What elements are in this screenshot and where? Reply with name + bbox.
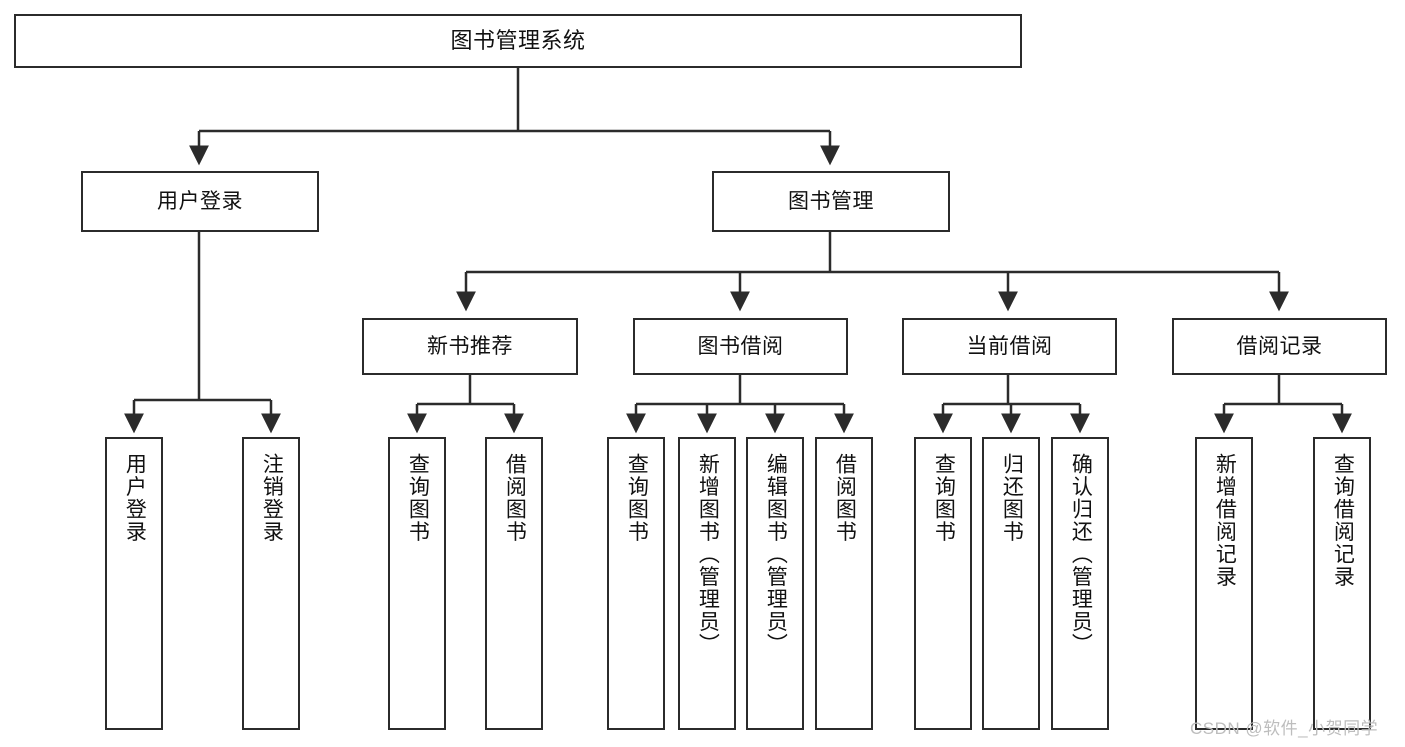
node-borrowing-record[interactable]: 借阅记录 xyxy=(1172,318,1387,375)
node-leaf-query-book-1[interactable]: 查询图书 xyxy=(388,437,446,730)
node-label: 确认归还（管理员） xyxy=(1069,453,1093,656)
node-leaf-confirm-return-admin[interactable]: 确认归还（管理员） xyxy=(1051,437,1109,730)
node-label: 查询图书 xyxy=(625,453,649,543)
node-label: 图书借阅 xyxy=(697,334,784,358)
node-label: 查询借阅记录 xyxy=(1331,453,1355,588)
node-leaf-borrow-book-2[interactable]: 借阅图书 xyxy=(815,437,873,730)
node-leaf-borrow-book-1[interactable]: 借阅图书 xyxy=(485,437,543,730)
node-root-book-management-system[interactable]: 图书管理系统 xyxy=(14,14,1022,68)
node-user-login[interactable]: 用户登录 xyxy=(81,171,319,232)
node-leaf-query-book-2[interactable]: 查询图书 xyxy=(607,437,665,730)
node-label: 归还图书 xyxy=(1000,453,1024,543)
node-leaf-edit-book-admin[interactable]: 编辑图书（管理员） xyxy=(746,437,804,730)
node-label: 图书管理系统 xyxy=(450,27,586,53)
node-label: 查询图书 xyxy=(406,453,430,543)
node-leaf-user-login[interactable]: 用户登录 xyxy=(105,437,163,730)
node-label: 新增借阅记录 xyxy=(1213,453,1237,588)
node-leaf-add-book-admin[interactable]: 新增图书（管理员） xyxy=(678,437,736,730)
node-label: 查询图书 xyxy=(932,453,956,543)
node-label: 新书推荐 xyxy=(427,334,513,358)
csdn-watermark: CSDN @软件_小贺同学 xyxy=(1190,719,1379,738)
node-label: 注销登录 xyxy=(260,453,284,543)
node-label: 用户登录 xyxy=(157,189,243,213)
node-label: 借阅图书 xyxy=(503,453,527,543)
node-label: 编辑图书（管理员） xyxy=(764,453,788,656)
node-book-borrowing[interactable]: 图书借阅 xyxy=(633,318,848,375)
node-current-borrowing[interactable]: 当前借阅 xyxy=(902,318,1117,375)
node-leaf-add-borrow-record[interactable]: 新增借阅记录 xyxy=(1195,437,1253,730)
node-label: 当前借阅 xyxy=(966,334,1053,358)
node-leaf-query-book-3[interactable]: 查询图书 xyxy=(914,437,972,730)
node-label: 用户登录 xyxy=(123,453,147,543)
node-leaf-query-borrow-record[interactable]: 查询借阅记录 xyxy=(1313,437,1371,730)
node-book-management[interactable]: 图书管理 xyxy=(712,171,950,232)
node-label: 图书管理 xyxy=(788,189,874,213)
node-label: 借阅图书 xyxy=(833,453,857,543)
node-leaf-return-book[interactable]: 归还图书 xyxy=(982,437,1040,730)
node-leaf-logout[interactable]: 注销登录 xyxy=(242,437,300,730)
node-new-book-recommendation[interactable]: 新书推荐 xyxy=(362,318,578,375)
node-label: 新增图书（管理员） xyxy=(696,453,720,656)
node-label: 借阅记录 xyxy=(1236,334,1323,358)
